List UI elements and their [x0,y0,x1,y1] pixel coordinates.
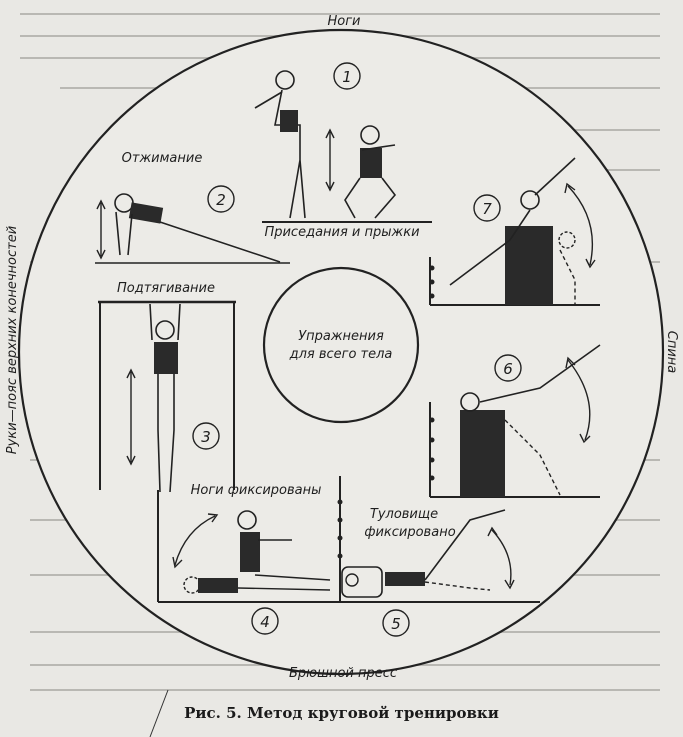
label-back: Спина [664,331,679,374]
figure-caption: Рис. 5. Метод круговой тренировки [184,704,499,722]
station-number-2-circle [207,185,235,213]
station-1-squats [254,70,432,223]
station-number-3: 3 [201,428,211,446]
inner-circle [262,266,420,424]
label-legs-fixed: Ноги фиксированы [191,483,322,498]
label-torso-fixed-line1: Туловище [370,507,438,522]
station-3-pullups [98,300,236,493]
station-number-5: 5 [391,615,401,633]
label-pushups: Отжимание [122,151,203,166]
label-torso-fixed-line2: фиксировано [364,525,455,540]
label-arms-shoulder: Руки—пояс верхних конечностей [5,226,20,454]
label-squats-jumps: Приседания и прыжки [264,225,419,240]
station-5-abs-torso-fixed [340,509,540,603]
label-pullups: Подтягивание [117,281,215,296]
station-4-abs-legs-fixed [157,476,343,603]
station-number-2: 2 [216,191,226,209]
station-number-1-circle [333,62,361,90]
station-number-7-circle [473,194,501,222]
stray-line [149,689,169,737]
center-label-line1: Упражнения [298,329,384,344]
station-number-6: 6 [503,360,513,378]
station-number-4: 4 [260,613,270,631]
station-number-7: 7 [482,200,492,218]
station-number-6-circle [494,354,522,382]
center-label-line2: для всего тела [289,347,393,362]
station-2-pushups [95,193,290,264]
station-number-5-circle [382,609,410,637]
station-number-4-circle [251,607,279,635]
label-legs: Ноги [327,14,360,29]
station-6-back [429,344,601,498]
station-number-1: 1 [342,68,352,86]
station-number-3-circle [192,422,220,450]
station-7-back [429,157,600,306]
label-abs: Брюшной пресс [289,666,397,681]
